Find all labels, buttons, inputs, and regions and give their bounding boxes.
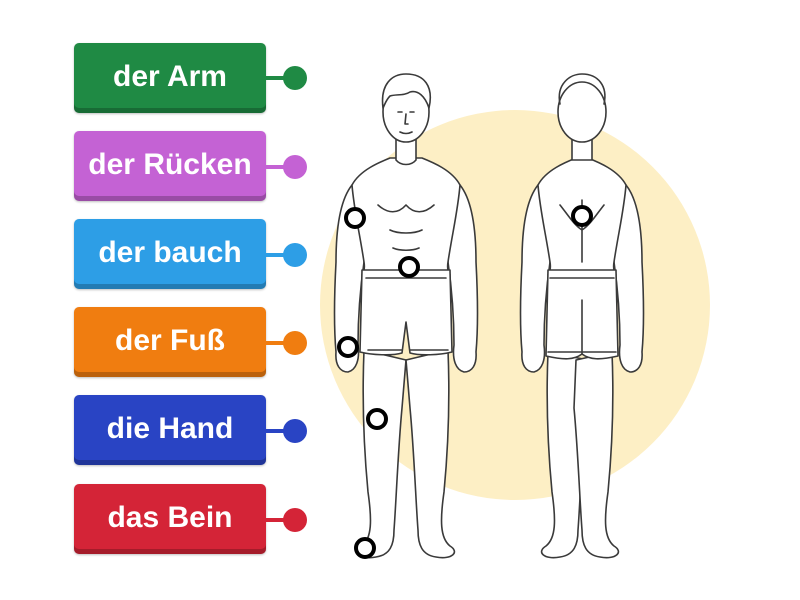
connector-dot[interactable]: [283, 155, 307, 179]
back-body-figure: [519, 73, 645, 559]
connector-handle[interactable]: [266, 155, 310, 179]
drop-target[interactable]: [344, 207, 366, 229]
connector-dot[interactable]: [283, 508, 307, 532]
connector-line: [266, 429, 286, 433]
drop-target[interactable]: [398, 256, 420, 278]
connector-line: [266, 165, 286, 169]
connector-handle[interactable]: [266, 66, 310, 90]
label-text: die Hand: [106, 411, 234, 445]
connector-line: [266, 253, 286, 257]
connector-handle[interactable]: [266, 243, 310, 267]
label-der-arm[interactable]: der Arm: [74, 43, 266, 113]
connector-dot[interactable]: [283, 66, 307, 90]
label-der-fuss[interactable]: der Fuß: [74, 307, 266, 377]
drop-target[interactable]: [337, 336, 359, 358]
connector-line: [266, 518, 286, 522]
drop-target[interactable]: [571, 205, 593, 227]
label-text: der Arm: [113, 59, 227, 93]
drop-target[interactable]: [354, 537, 376, 559]
label-text: der bauch: [98, 235, 242, 269]
label-das-bein[interactable]: das Bein: [74, 484, 266, 554]
connector-handle[interactable]: [266, 508, 310, 532]
connector-dot[interactable]: [283, 419, 307, 443]
label-text: der Fuß: [115, 323, 225, 357]
connector-dot[interactable]: [283, 243, 307, 267]
connector-line: [266, 76, 286, 80]
drop-target[interactable]: [366, 408, 388, 430]
connector-handle[interactable]: [266, 419, 310, 443]
front-body-figure: [333, 73, 479, 559]
connector-handle[interactable]: [266, 331, 310, 355]
label-die-hand[interactable]: die Hand: [74, 395, 266, 465]
connector-dot[interactable]: [283, 331, 307, 355]
label-der-bauch[interactable]: der bauch: [74, 219, 266, 289]
label-text: der Rücken: [88, 147, 252, 181]
label-text: das Bein: [107, 500, 233, 534]
label-der-ruecken[interactable]: der Rücken: [74, 131, 266, 201]
connector-line: [266, 341, 286, 345]
